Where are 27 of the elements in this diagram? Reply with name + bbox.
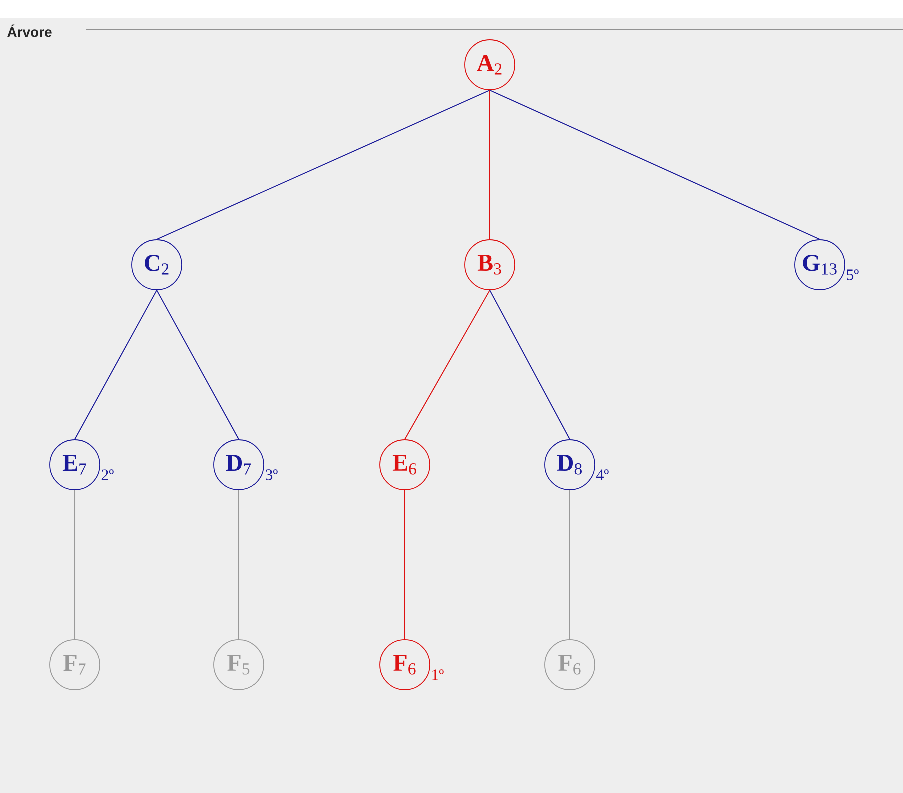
tree-edge xyxy=(74,290,158,440)
rank-label: 1º xyxy=(432,670,444,680)
tree-node: E$_{6}$ xyxy=(380,440,430,490)
tree-node: E$_{7}$ xyxy=(50,440,100,490)
rank-label: 3º xyxy=(266,470,278,480)
tree-node: D$_{8}$ xyxy=(544,440,596,490)
tree-edge xyxy=(156,90,490,240)
tree-edge xyxy=(490,290,570,440)
tree-edge xyxy=(238,490,240,640)
tree-node: A$_{2}$ xyxy=(464,40,516,90)
tree-node: F$_{6}$ xyxy=(544,640,596,690)
rank-label: 5º xyxy=(847,270,859,280)
panel-title: Árvore xyxy=(8,24,52,38)
tree-node: B$_{3}$ xyxy=(464,240,516,290)
tree-node: F$_{5}$ xyxy=(214,640,264,690)
tree-edge xyxy=(404,490,406,640)
tree-edge xyxy=(74,490,76,640)
tree-node: C$_{2}$ xyxy=(132,240,182,290)
tree-node: D$_{7}$ xyxy=(214,440,264,490)
tree-edge xyxy=(156,290,240,440)
tree-node: F$_{6}$ xyxy=(380,640,430,690)
tree-node: F$_{7}$ xyxy=(50,640,100,690)
tree-edge xyxy=(404,290,490,440)
rank-label: 4º xyxy=(596,470,609,480)
rank-label: 2º xyxy=(102,470,114,480)
tree-node: G$_{13}$ xyxy=(794,240,846,290)
tree-edge xyxy=(490,90,820,240)
